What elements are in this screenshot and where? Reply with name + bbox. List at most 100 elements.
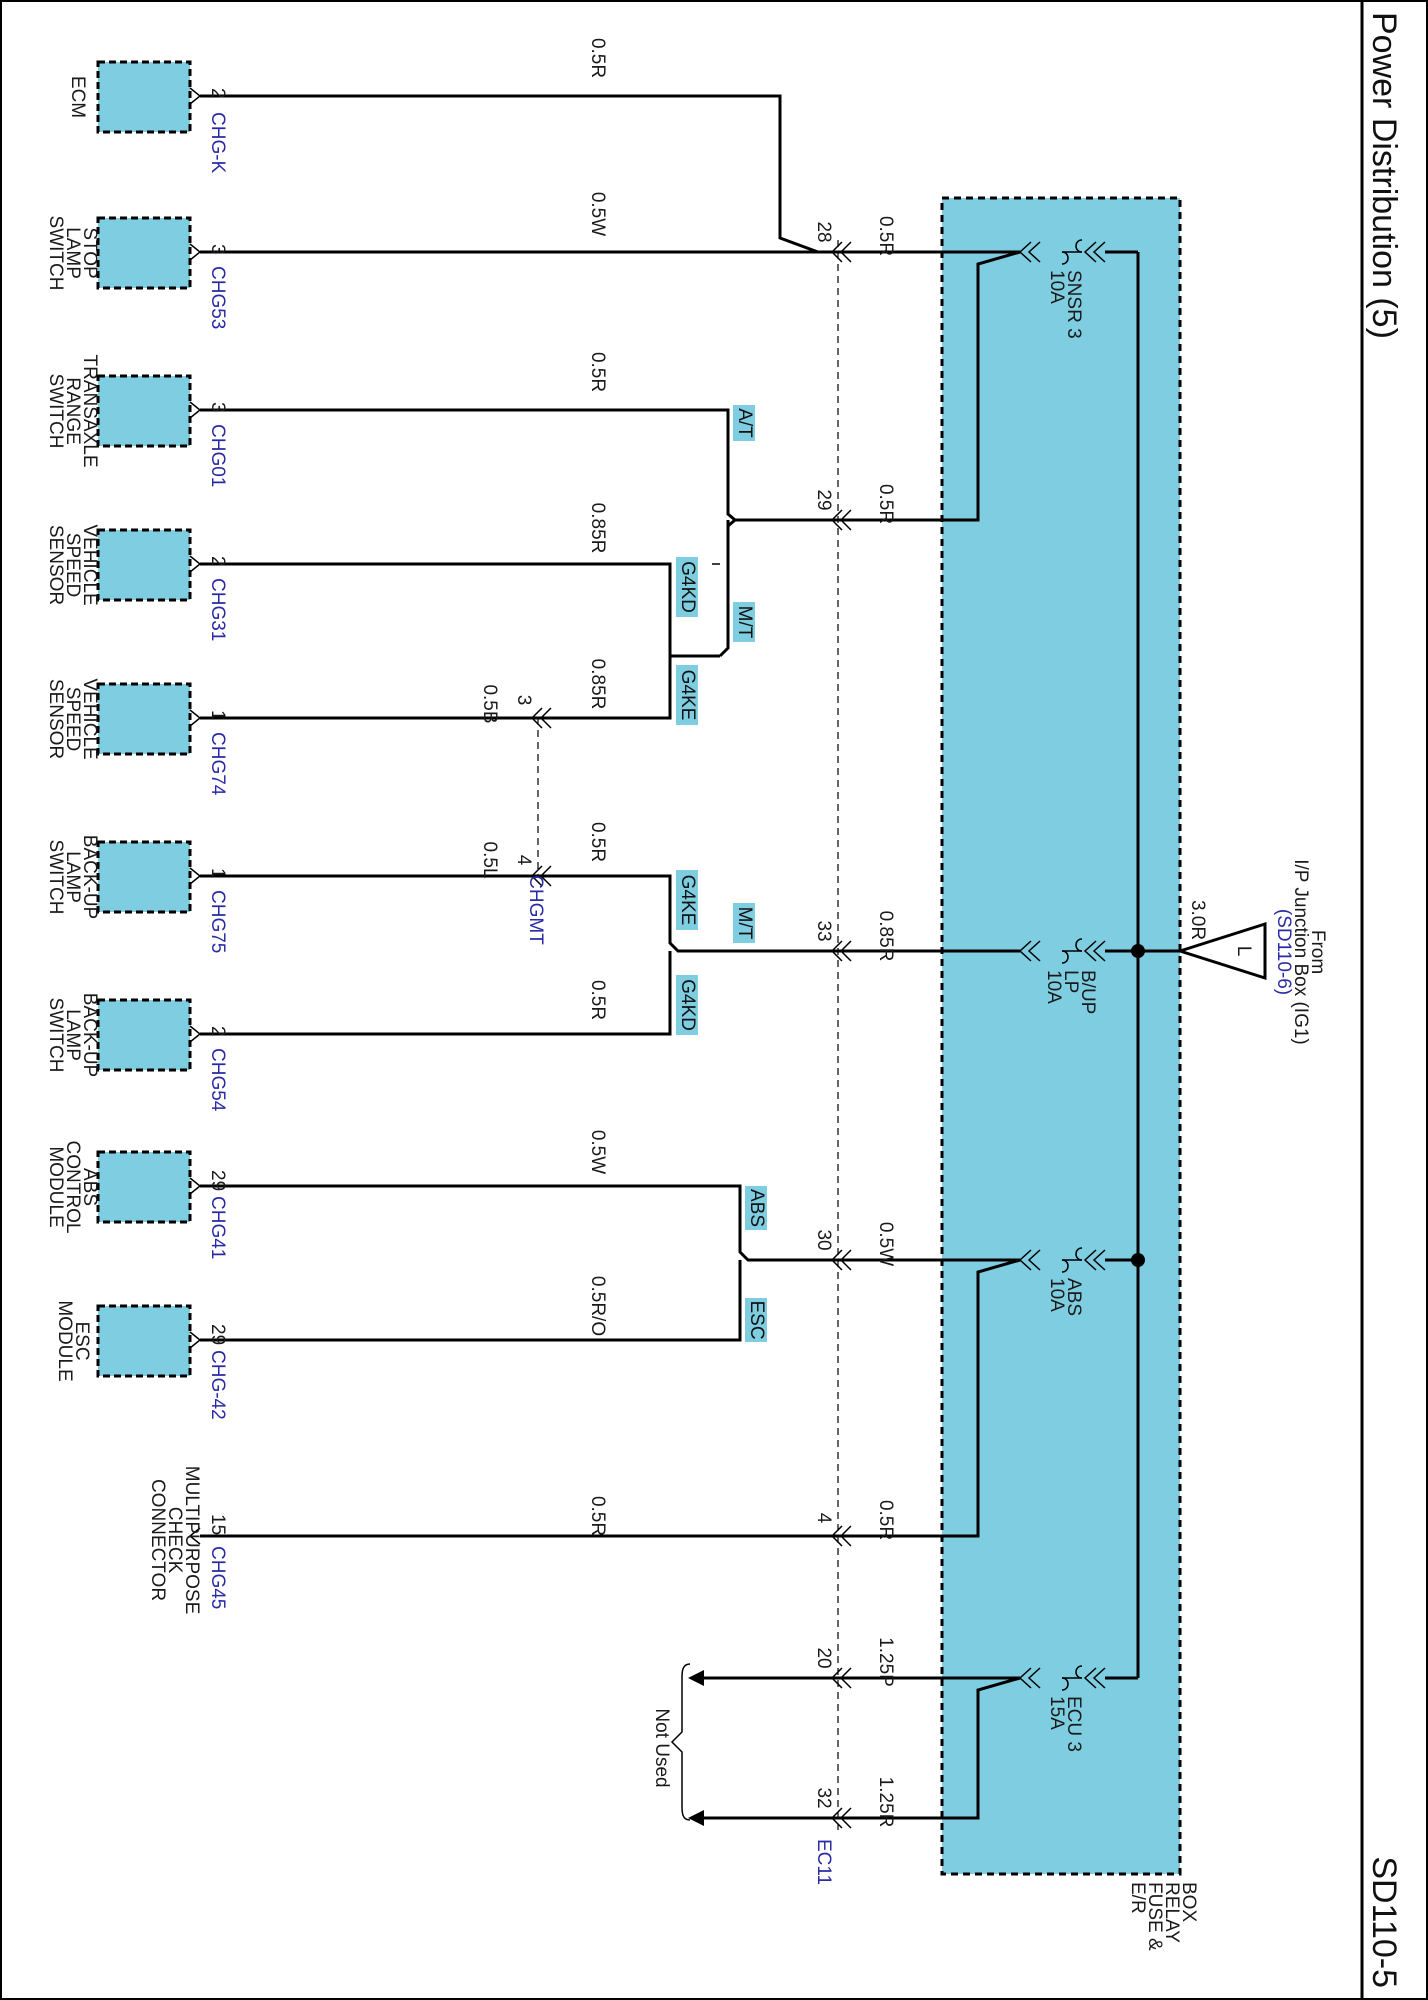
device-vehicle-speed-sensor: 2 CHG31 0.85R VEHICLE SPEED SENSOR [45,503,608,642]
fuse-rating: 15A [1046,1696,1067,1730]
not-used-bracket [670,1663,691,1821]
page-title: Power Distribution (5) [1365,12,1403,339]
connector-link[interactable]: CHG53 [207,266,228,329]
chgmt-wire4: 0.5L [479,842,500,879]
svg-text:CHECK: CHECK [164,1507,185,1574]
ec11-connector-link[interactable]: EC11 [813,1839,834,1885]
svg-text:ESC: ESC [746,1300,767,1339]
svg-text:0.85R: 0.85R [587,659,608,710]
pin-number: 32 [813,1787,834,1808]
svg-text:CONNECTOR: CONNECTOR [147,1479,168,1601]
device-back-up-lamp-switch: 1 CHG75 0.5R BACK-UP LAMP SWITCH [45,822,608,953]
svg-text:TRANSAXLE: TRANSAXLE [79,355,100,468]
svg-text:29: 29 [207,1170,228,1191]
fuse-label-bup: B/UP LP 10A [1043,970,1098,1014]
svg-text:2: 2 [207,556,228,567]
chgmt-pin3-number: 3 [513,695,534,706]
fuse-bup-lp [942,938,1138,964]
svg-text:0.5R: 0.5R [587,38,608,78]
wire-gauge: 1.25P [875,1637,896,1687]
svg-text:SWITCH: SWITCH [45,216,66,291]
svg-text:ECM: ECM [67,76,88,118]
connector-link[interactable]: CHG01 [207,424,228,487]
fuse-box-label-line: RELAY [1161,1882,1182,1943]
device-stop-lamp-switch: 3 CHG53 0.5W STOP LAMP SWITCH [45,192,608,330]
splice-tag-abs: ABS [745,1186,767,1230]
abs-branch-4 [942,1258,1021,1538]
svg-text:BACK-UP: BACK-UP [79,993,100,1077]
device-vehicle-speed-sensor: 1 CHG74 0.85R VEHICLE SPEED SENSOR [45,659,608,796]
svg-text:G4KE: G4KE [677,875,698,926]
fuse-box-label: E/R FUSE & RELAY BOX [1127,1882,1199,1951]
fuse-box-label-line: BOX [1178,1882,1199,1922]
svg-text:ABS: ABS [79,1168,100,1206]
power-source-line1: From [1307,930,1328,974]
power-source-symbol [1175,921,1267,981]
connector-link[interactable]: CHG31 [207,578,228,641]
splice-ticks [662,409,740,1341]
chgmt-wire3: 0.5B [479,684,500,723]
svg-text:3: 3 [207,244,228,255]
chgmt-pin3 [530,707,552,729]
chgmt-pin4-number: 4 [513,855,534,866]
svg-text:SWITCH: SWITCH [45,840,66,915]
svg-text:15: 15 [207,1514,228,1535]
splice-tag-esc: ESC [745,1298,767,1342]
svg-text:MODULE: MODULE [45,1146,66,1227]
fuse-ecu3 [942,1665,1138,1691]
connector-link[interactable]: CHG45 [207,1546,228,1609]
svg-text:0.5W: 0.5W [587,192,608,236]
svg-text:SENSOR: SENSOR [45,525,66,605]
snsr3-branch-29 [942,250,1021,522]
connector-link[interactable]: CHG54 [207,1048,228,1112]
svg-text:3: 3 [207,402,228,413]
fuse-name: ABS [1063,1278,1084,1316]
connector-link[interactable]: CHG74 [207,732,228,796]
fuse-rating: 10A [1043,970,1064,1004]
pin-number: 33 [813,920,834,941]
power-source-symbol-letter: L [1233,946,1254,957]
svg-text:LAMP: LAMP [62,851,83,903]
pin-number: 30 [813,1229,834,1250]
pin-number: 20 [813,1647,834,1668]
svg-text:2: 2 [207,88,228,99]
wire-gauge: 0.5R [875,216,896,256]
device-multipurpose-check-connector: 15 CHG45 0.5R MULTIPURPOSE CHECK CONNECT… [147,1466,608,1615]
svg-text:SPEED: SPEED [62,687,83,751]
fuse-name: B/UP [1077,970,1098,1014]
connector-link[interactable]: CHG-K [207,112,228,174]
not-used-label: Not Used [651,1708,672,1787]
device-back-up-lamp-switch: 2 CHG54 0.5R BACK-UP LAMP SWITCH [45,980,608,1112]
fuse-label-abs: ABS 10A [1046,1278,1084,1316]
fuse-rating: 10A [1046,1278,1067,1312]
svg-text:0.5R: 0.5R [587,822,608,862]
svg-text:0.85R: 0.85R [587,503,608,554]
svg-text:SWITCH: SWITCH [45,998,66,1073]
svg-text:G4KE: G4KE [677,670,698,721]
connector-link[interactable]: CHG-42 [207,1350,228,1420]
pin-number: 28 [813,221,834,242]
wire-gauge: 1.25R [875,1777,896,1828]
svg-text:0.5R: 0.5R [587,980,608,1020]
device-ecm: 2 CHG-K 0.5R ECM [67,38,608,174]
connector-link[interactable]: CHG75 [207,890,228,953]
svg-text:LAMP: LAMP [62,227,83,279]
svg-text:0.5W: 0.5W [587,1130,608,1174]
device-esc-module: 29 CHG-42 0.5R/O ESC MODULE [54,1276,608,1420]
chgmt-connector-link[interactable]: CHGMT [525,875,546,945]
svg-text:2: 2 [207,1026,228,1037]
power-source-ref-link[interactable]: (SD110-6) [1273,909,1294,995]
svg-text:BACK-UP: BACK-UP [79,835,100,919]
page-code: SD110-5 [1365,1856,1403,1988]
pin-number: 29 [813,489,834,510]
svg-text:LAMP: LAMP [62,1009,83,1061]
power-source-label: From I/P Junction Box (IG1) (SD110-6) [1273,859,1328,1045]
fuse-box-label-line: FUSE & [1144,1882,1165,1951]
svg-text:SWITCH: SWITCH [45,374,66,449]
connector-link[interactable]: CHG41 [207,1196,228,1259]
pin-number: 4 [813,1513,834,1524]
fuse-name: LP [1060,970,1081,993]
device-abs-control-module: 29 CHG41 0.5W ABS CONTROL MODULE [45,1130,608,1260]
